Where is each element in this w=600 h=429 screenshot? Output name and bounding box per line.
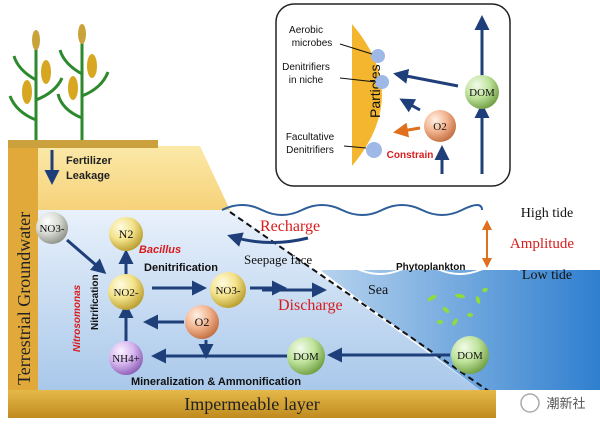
high-tide-wave (221, 204, 483, 216)
discharge-label: Discharge (278, 297, 343, 314)
phytoplankton-icon (427, 287, 488, 326)
denitrifier-microbe-icon (375, 75, 389, 89)
particles-label: Particles (367, 64, 383, 118)
node-nh4: NH4+ (109, 341, 143, 375)
phytoplankton-label: Phytoplankton (396, 262, 465, 273)
facultative-label-line2: Denitrifiers (286, 145, 334, 156)
node-o2: O2 (185, 305, 219, 339)
inset-pointer-lines (339, 43, 377, 149)
seepage-face-label: Seepage face (244, 252, 312, 267)
groundwater-zone (38, 210, 480, 390)
denitrifiers-label-line1: Denitrifiers (282, 62, 330, 73)
recharge-label: Recharge (260, 218, 320, 235)
soil-surface (8, 140, 158, 148)
inset-node-o2: O2 (424, 110, 456, 142)
facultative-label-line1: Facultative (286, 132, 335, 143)
impermeable-layer-label: Impermeable layer (184, 394, 319, 414)
high-tide-label: High tide (521, 206, 574, 221)
svg-text:DOM: DOM (293, 351, 319, 363)
sea-label: Sea (368, 283, 389, 298)
constrain-arrow (393, 122, 421, 138)
svg-text:NO3-: NO3- (215, 285, 240, 297)
aquifer-wall (8, 146, 38, 391)
node-no3-left: NO3- (36, 212, 68, 244)
unsaturated-zone (38, 146, 230, 210)
svg-text:DOM: DOM (457, 350, 483, 362)
terrestrial-groundwater-label: Terrestrial Groundwater (14, 212, 34, 385)
watermark: 潮新社 (520, 393, 586, 413)
denitrifiers-label-line2: in niche (289, 75, 324, 86)
svg-text:NO2-: NO2- (113, 287, 138, 299)
crop-plant-icon-right (56, 24, 110, 140)
crop-plant-icon-left (8, 30, 64, 140)
nitrosomonas-label: Nitrosomonas (72, 284, 83, 352)
svg-text:NH4+: NH4+ (112, 353, 140, 365)
svg-text:O2: O2 (195, 315, 210, 329)
denitrification-label: Denitrification (144, 262, 218, 274)
low-tide-label: Low tide (522, 268, 572, 283)
nitrification-label: Nitrification (90, 274, 101, 330)
constrain-label: Constrain (387, 150, 434, 161)
inset-node-dom: DOM (465, 75, 499, 109)
recharge-arrow (227, 232, 309, 247)
aerobic-label-line1: Aerobic (289, 25, 323, 36)
bacillus-label: Bacillus (139, 244, 181, 256)
sea-body (320, 270, 600, 390)
svg-text:NO3-: NO3- (39, 223, 64, 235)
mineralization-label: Mineralization & Ammonification (131, 376, 301, 388)
node-dom-mid: DOM (287, 337, 325, 375)
svg-text:N2: N2 (119, 227, 134, 241)
inset-arrows (393, 15, 490, 174)
fertilizer-label: Fertilizer (66, 155, 113, 167)
svg-text:O2: O2 (433, 121, 446, 133)
node-dom-sea: DOM (451, 336, 489, 374)
facultative-microbe-icon (366, 142, 382, 158)
leakage-label: Leakage (66, 170, 110, 182)
aerobic-microbe-icon (371, 49, 385, 63)
inset-panel: Particles Aerobic microbes Denitrifiers … (275, 3, 511, 187)
node-n2: N2 (109, 217, 143, 251)
low-tide-wave (319, 265, 521, 275)
svg-text:DOM: DOM (469, 87, 495, 99)
amplitude-label: Amplitude (510, 236, 575, 252)
node-no2: NO2- (108, 274, 144, 310)
impermeable-layer (8, 390, 496, 418)
aerobic-label-line2: microbes (292, 38, 333, 49)
watermark-text: 潮新社 (546, 396, 585, 411)
node-no3-mid: NO3- (210, 272, 246, 308)
watermark-logo-icon (520, 393, 540, 413)
cycle-arrows (66, 238, 450, 364)
